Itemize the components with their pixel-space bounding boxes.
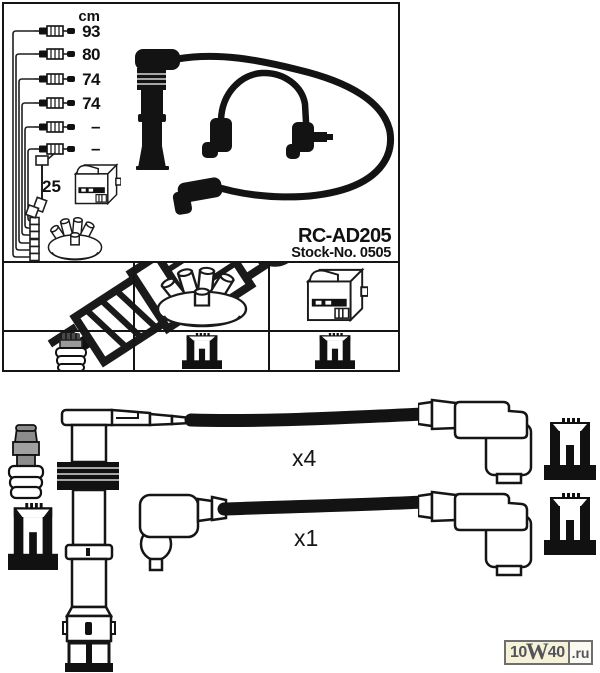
table-divider: [4, 330, 398, 332]
x4-cable: [184, 407, 429, 428]
straight-plug-connector-drawing: [57, 408, 193, 672]
distributor-plug-ends: [29, 216, 40, 261]
table-divider: [133, 263, 135, 370]
part-number: RC-AD205: [297, 225, 392, 247]
plug-boot-drawing: [7, 424, 45, 500]
long-plug-connector: [135, 49, 180, 170]
x1-cable: [217, 495, 431, 516]
terminal-nut-drawing: [8, 503, 58, 570]
length-unit-label: cm: [78, 8, 100, 25]
terminal-nut-icon: [182, 333, 222, 369]
loop-end-boot: [172, 177, 223, 215]
cable-length-label: 74: [82, 94, 100, 113]
cable-length-label: –: [91, 139, 100, 158]
watermark-domain: .ru: [567, 642, 592, 663]
cable-length-label: 93: [82, 22, 100, 41]
short-arched-cable: [202, 69, 333, 159]
coil-lead-length-label: 25: [42, 177, 61, 196]
watermark-text: W: [525, 639, 549, 665]
coil-lead-schematic: [24, 152, 56, 219]
distributor-cap-schematic-icon: [47, 216, 103, 261]
cable-length-label: 74: [82, 70, 100, 89]
ignition-coil-schematic-icon: [74, 164, 121, 205]
compatible-parts-table: [2, 261, 400, 372]
ignition-coil-icon: [306, 268, 368, 322]
table-divider: [268, 263, 270, 370]
long-cable-loop: [173, 52, 395, 201]
quantity-label-long: x4: [292, 445, 317, 471]
watermark-text: 10: [510, 643, 527, 661]
cable-photo: [135, 49, 395, 215]
parts-table-icons: [4, 263, 398, 370]
terminal-nut-drawing: [544, 418, 596, 480]
watermark-text: 40: [547, 643, 565, 661]
watermark: 10 W 40 .ru: [504, 639, 594, 665]
kit-diagram-art: [12, 25, 395, 261]
angled-boot-round-drawing: [138, 493, 228, 572]
watermark-site: 10 W 40: [506, 639, 568, 665]
quantity-label-short: x1: [294, 525, 319, 551]
plug-boot-icon: [55, 333, 87, 372]
angled-boot-drawing: [418, 490, 533, 577]
cable-length-label: 80: [82, 45, 100, 64]
cable-length-schematic: [12, 30, 34, 258]
kit-diagram-panel: cm 93 80 74 74 – – 25 RC-AD205 Stock-No.…: [2, 2, 400, 263]
terminal-nut-drawing: [544, 493, 596, 555]
stock-number: Stock-No. 0505: [291, 245, 391, 261]
cable-set-drawing: [7, 398, 596, 672]
terminal-nut-icon: [315, 333, 355, 369]
angled-boot-drawing: [418, 398, 533, 485]
cable-length-label: –: [91, 117, 100, 136]
